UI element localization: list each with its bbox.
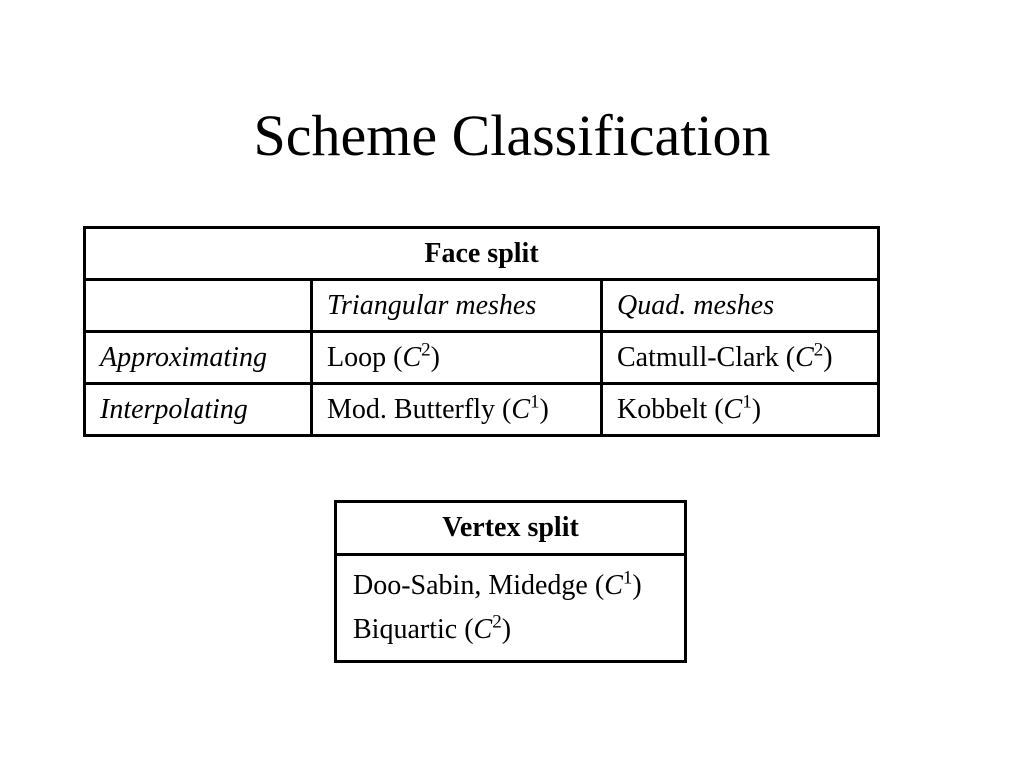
closing-paren: )	[823, 341, 833, 373]
continuity-symbol: C	[723, 393, 743, 425]
continuity-order: 2	[421, 339, 431, 361]
table-row: Approximating Loop (C2) Catmull-Clark (C…	[83, 330, 880, 385]
closing-paren: )	[751, 393, 762, 425]
empty-corner-cell	[83, 278, 313, 333]
closing-paren: )	[632, 570, 642, 601]
continuity-symbol: C	[511, 393, 530, 425]
continuity-order: 2	[492, 611, 502, 633]
table-row: Interpolating Mod. Butterfly (C1) Kobbel…	[83, 382, 880, 437]
quad-meshes-header: Quad. meshes	[600, 278, 880, 333]
list-item: Biquartic (C2)	[353, 608, 668, 652]
scheme-cell-mod-butterfly: Mod. Butterfly (C1)	[310, 382, 603, 437]
continuity-symbol: C	[604, 570, 623, 601]
table-header-row: Vertex split	[334, 500, 687, 556]
scheme-name: Catmull-Clark (	[617, 341, 796, 373]
table-header-row: Face split	[83, 226, 880, 281]
scheme-cell-catmull-clark: Catmull-Clark (C2)	[600, 330, 880, 385]
slide-title: Scheme Classification	[253, 103, 771, 168]
face-split-header: Face split	[83, 226, 880, 281]
triangular-meshes-header: Triangular meshes	[310, 278, 603, 333]
table-row: Doo-Sabin, Midedge (C1) Biquartic (C2)	[334, 553, 687, 663]
face-split-table: Face split Triangular meshes Quad. meshe…	[83, 226, 880, 437]
continuity-symbol: C	[473, 614, 493, 645]
continuity-symbol: C	[402, 341, 422, 373]
row-label-approximating: Approximating	[83, 330, 313, 385]
continuity-order: 2	[813, 339, 824, 361]
closing-paren: )	[430, 341, 440, 373]
scheme-name: Loop (	[327, 341, 403, 373]
row-label-interpolating: Interpolating	[83, 382, 313, 437]
scheme-name: Kobbelt (	[617, 393, 724, 425]
scheme-name: Doo-Sabin, Midedge (	[353, 570, 605, 601]
continuity-order: 1	[530, 391, 540, 413]
scheme-name: Mod. Butterfly (	[327, 393, 512, 425]
scheme-cell-kobbelt: Kobbelt (C1)	[600, 382, 880, 437]
continuity-order: 1	[742, 391, 752, 413]
continuity-order: 1	[622, 567, 633, 589]
list-item: Doo-Sabin, Midedge (C1)	[353, 564, 668, 608]
scheme-cell-loop: Loop (C2)	[310, 330, 603, 385]
scheme-name: Biquartic (	[353, 614, 474, 645]
column-header-row: Triangular meshes Quad. meshes	[83, 278, 880, 333]
closing-paren: )	[501, 614, 512, 645]
vertex-split-table: Vertex split Doo-Sabin, Midedge (C1) Biq…	[334, 500, 687, 663]
closing-paren: )	[539, 393, 549, 425]
continuity-symbol: C	[795, 341, 814, 373]
vertex-split-entries: Doo-Sabin, Midedge (C1) Biquartic (C2)	[334, 553, 687, 663]
vertex-split-header: Vertex split	[334, 500, 687, 556]
